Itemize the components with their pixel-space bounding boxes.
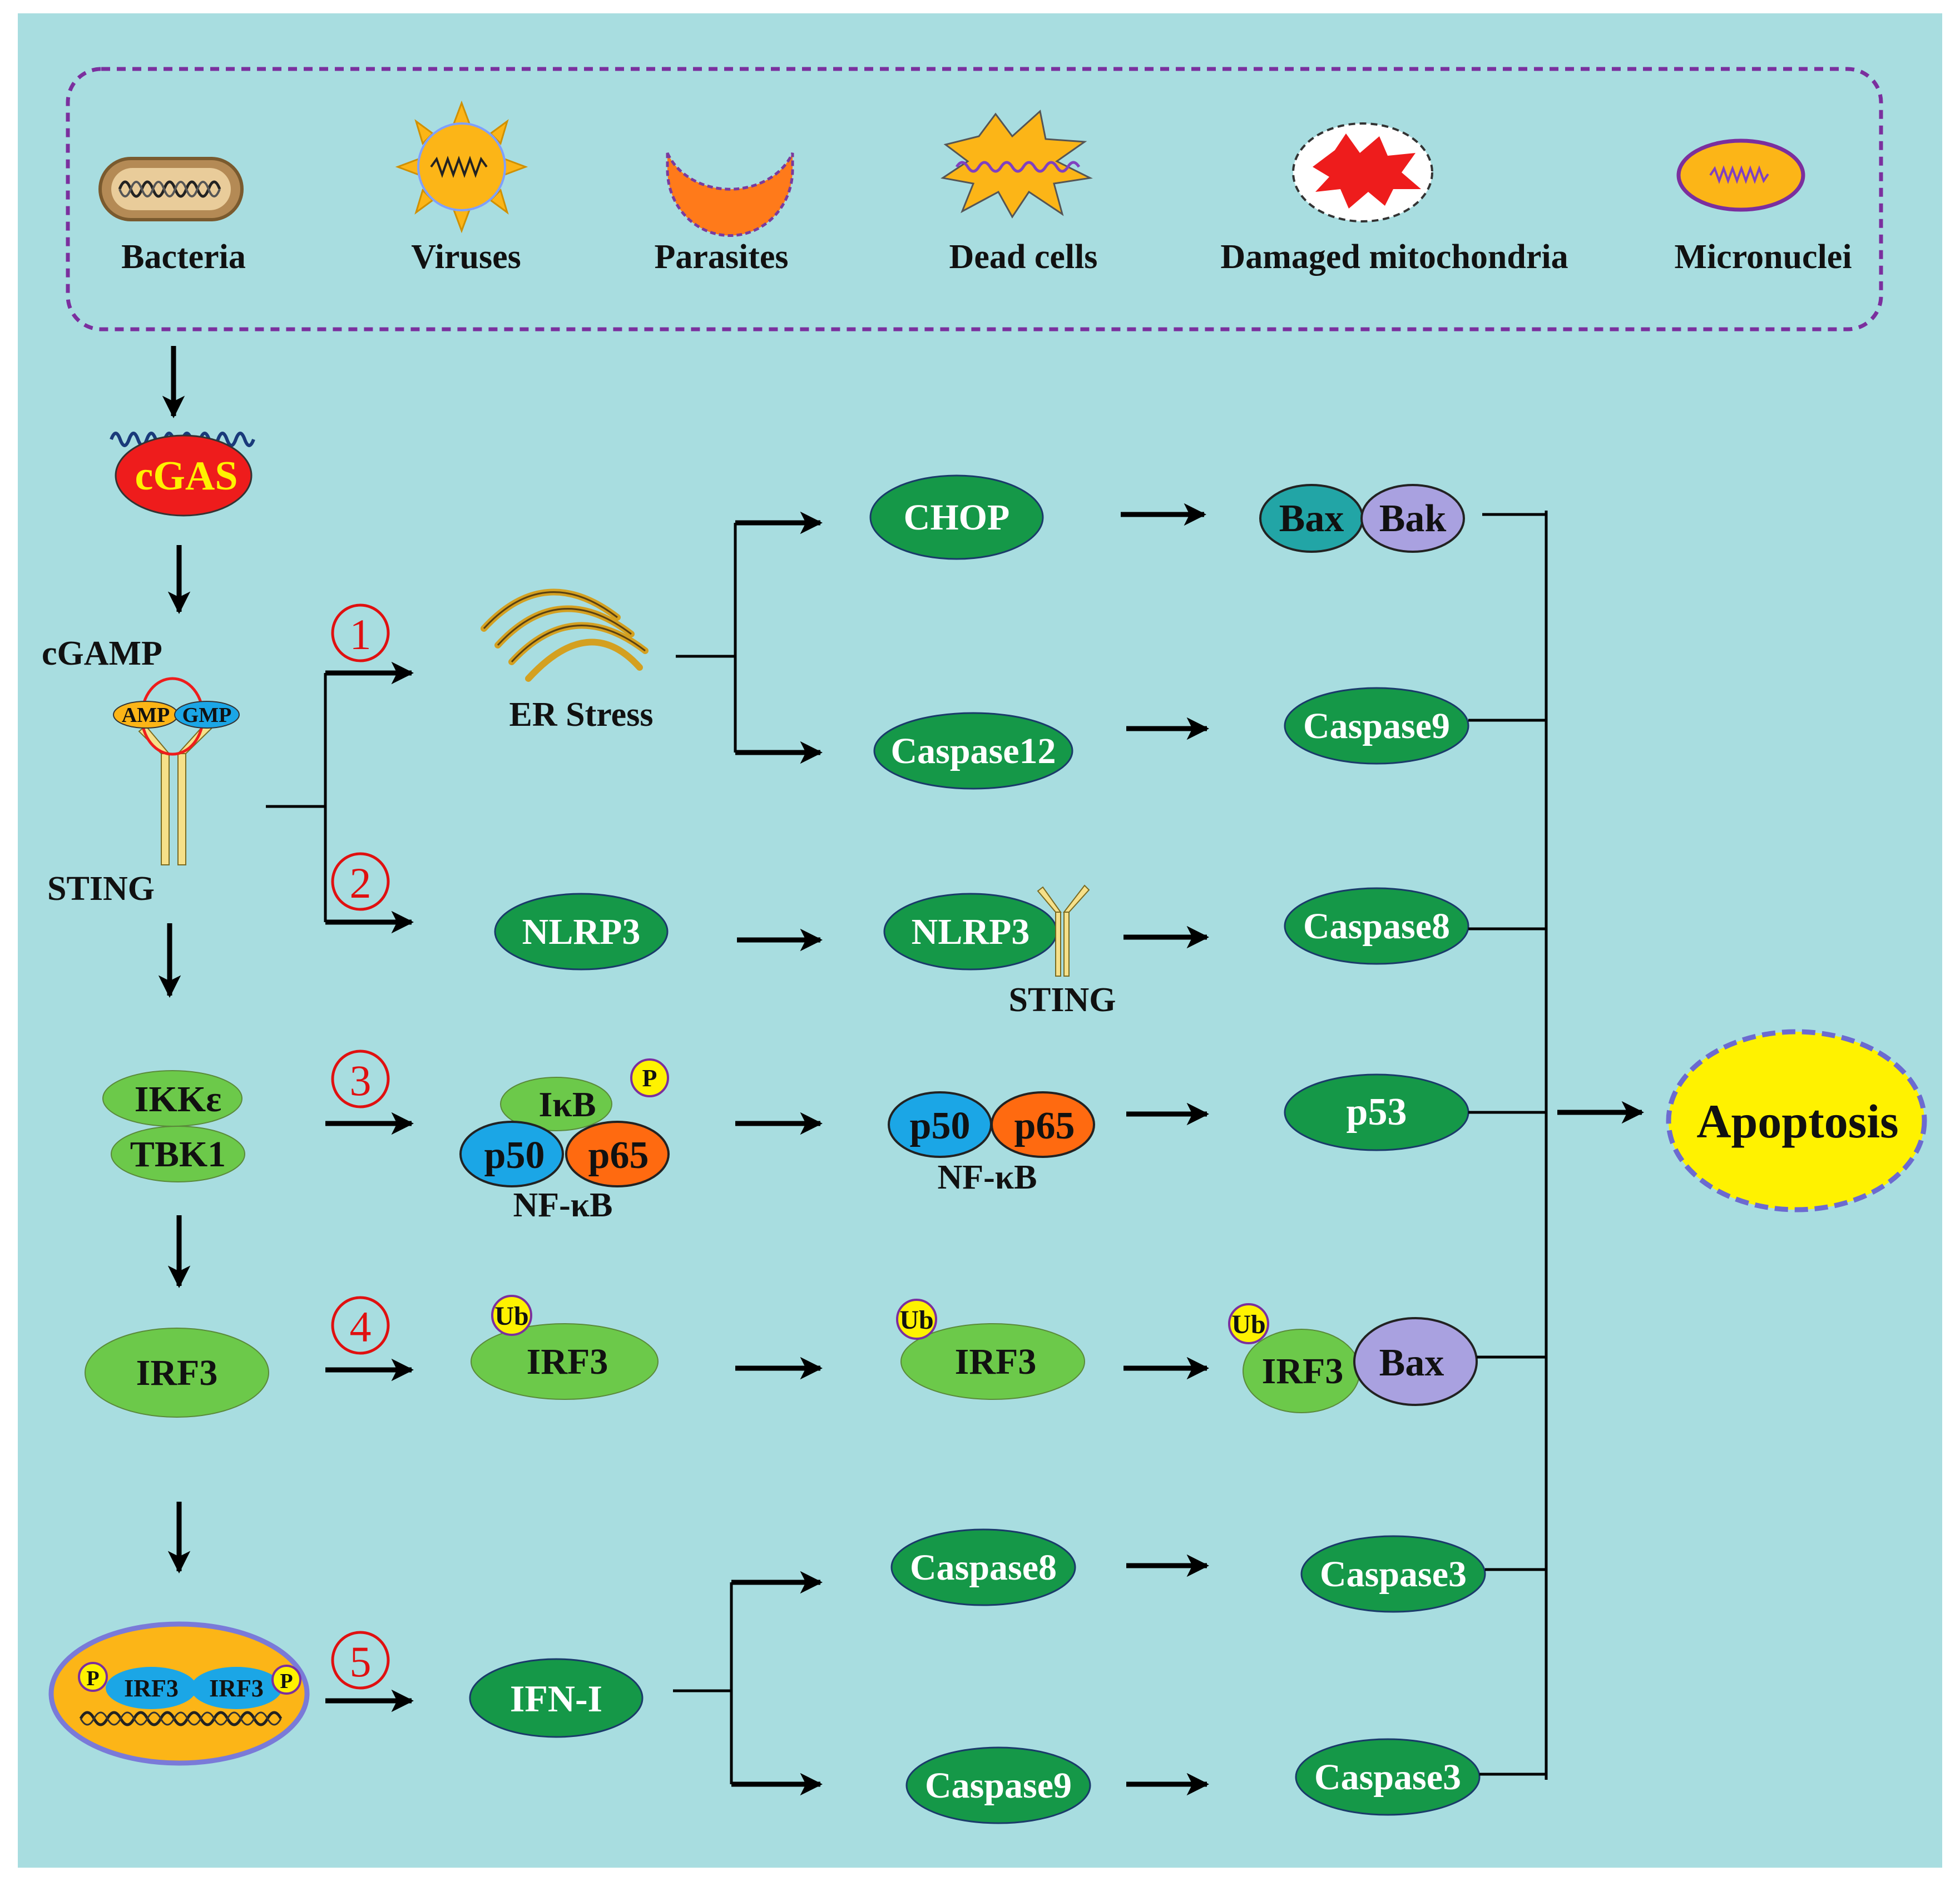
ub-irf3-node-2 [896,1299,1085,1400]
pathway-number-2: 2 [331,852,390,911]
ifn-label: IFN-I [510,1677,602,1720]
bacteria-label: Bacteria [121,238,246,276]
apoptosis-label: Apoptosis [1696,1095,1898,1148]
dead-cells-label: Dead cells [949,238,1098,276]
p65-active-label: p65 [1014,1105,1075,1147]
micronuclei-label: Micronuclei [1674,238,1852,276]
casp8-label: Caspase8 [1303,906,1450,947]
p53-label: p53 [1347,1091,1407,1133]
ub-label-2: Ub [899,1305,933,1335]
sting-small-receptor-icon [1037,884,1090,977]
ikb-label: IκB [538,1085,596,1124]
cgas-node [110,432,255,517]
irf3-dimer-label-b: IRF3 [209,1675,264,1702]
casp8-node [1284,887,1469,965]
parasite-icon [666,152,794,237]
ikk-tbk1-node [102,1070,245,1182]
casp9-node [1284,687,1469,765]
sting-label: STING [47,870,155,908]
damaged-mitochondria-icon [1292,122,1433,222]
casp3-label-b: Caspase3 [1314,1757,1461,1798]
irf3-label: IRF3 [136,1353,218,1393]
nlrp3-label: NLRP3 [522,912,641,952]
ub-irf3-bax-node [1228,1303,1478,1413]
er-stress-label: ER Stress [509,696,654,734]
ikb-phospho-label: P [642,1065,657,1092]
chop-node [869,474,1044,560]
irf3-dimer-nucleus [48,1621,310,1766]
dead-cell-icon [941,110,1093,219]
casp3-node-b [1295,1738,1481,1816]
p50-label: p50 [484,1134,545,1177]
pathway-number-4: 4 [331,1296,390,1355]
casp9-label: Caspase9 [1303,706,1450,746]
damaged-mitochondria-label: Damaged mitochondria [1220,238,1568,276]
svg-text:3: 3 [350,1056,372,1105]
phospho-label-a: P [86,1667,99,1690]
nfkb-label: NF-κB [513,1186,612,1224]
casp12-node [873,712,1073,790]
ub-irf3-node [471,1295,659,1400]
svg-text:2: 2 [350,859,372,907]
bak-label: Bak [1379,497,1447,540]
p50-active-label: p50 [910,1105,971,1147]
er-stress-icon-outline [483,591,646,663]
bacteria-icon [98,157,244,221]
sting-small-label: STING [1009,981,1116,1019]
bax-bak-node [1259,484,1465,553]
ub-label-1: Ub [494,1301,528,1331]
casp8-ifn-label: Caspase8 [910,1547,1057,1588]
svg-text:5: 5 [350,1637,372,1686]
casp3-label-a: Caspase3 [1320,1554,1467,1595]
ikb-complex-node [459,1058,670,1187]
irf3-bax-bax-label: Bax [1379,1342,1444,1384]
irf3-bax-irf3-label: IRF3 [1262,1351,1344,1392]
ub-irf3-label-2: IRF3 [955,1342,1037,1382]
convergence-lines [1468,511,1548,1780]
pathway-number-3: 3 [331,1050,390,1108]
stimuli-box [66,67,1883,331]
casp8-ifn-node [890,1528,1076,1606]
nlrp3-complex-label: NLRP3 [912,912,1030,952]
casp12-label: Caspase12 [890,731,1056,771]
amp-label: AMP [122,704,170,727]
ikk-label: IKKε [135,1079,222,1120]
viruses-label: Viruses [411,238,521,276]
ub-label-3: Ub [1231,1310,1265,1339]
nfkb-active-label: NF-κB [937,1159,1037,1196]
irf3-dimer-label-a: IRF3 [124,1675,179,1702]
casp9-ifn-node [905,1746,1091,1824]
nlrp3-node [494,893,669,971]
apoptosis-node [1666,1029,1927,1212]
pathway-number-5: 5 [331,1631,390,1690]
ub-irf3-label-1: IRF3 [527,1342,608,1382]
cgas-label: cGAS [135,453,238,499]
phospho-label-b: P [280,1670,293,1693]
sting-receptor-icon [113,677,240,865]
casp3-node-a [1300,1535,1486,1613]
pathway-number-1: 1 [331,603,390,662]
irf3-node [85,1328,269,1418]
micronuclei-icon [1676,138,1805,212]
gmp-label: GMP [182,704,232,727]
bax-label: Bax [1279,497,1344,540]
svg-text:4: 4 [350,1303,372,1351]
tbk1-label: TBK1 [130,1134,226,1175]
virus-icon [395,100,528,234]
cgamp-label: cGAMP [42,635,162,672]
svg-text:1: 1 [350,610,372,659]
casp9-ifn-label: Caspase9 [925,1765,1072,1806]
nfkb-active-node [888,1091,1095,1158]
chop-label: CHOP [904,497,1010,538]
p65-label: p65 [588,1134,649,1177]
parasites-label: Parasites [654,238,788,276]
ifn-node [469,1658,644,1738]
